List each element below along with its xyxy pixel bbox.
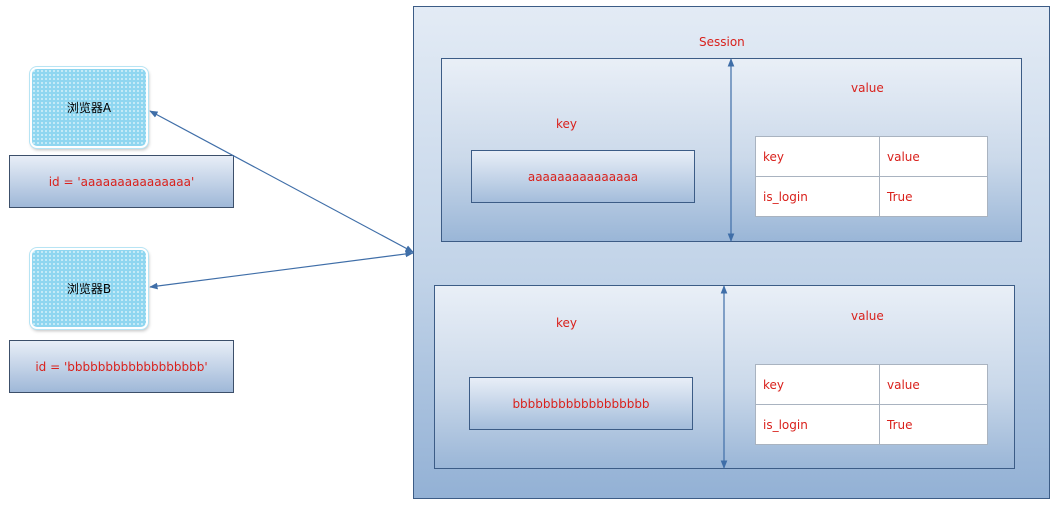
browser-b-label: 浏览器B — [66, 282, 112, 296]
browser-a-label: 浏览器A — [66, 101, 112, 115]
arrow-browser-b-to-session — [149, 250, 414, 290]
entry-b-value-table: key value is_login True — [755, 364, 988, 445]
entry-b-value-label: value — [851, 309, 884, 323]
entry-b-key-value: bbbbbbbbbbbbbbbbbb — [512, 396, 650, 411]
table-row: is_login True — [755, 176, 988, 217]
entry-a-key-value: aaaaaaaaaaaaaaa — [527, 169, 639, 184]
table-row: key value — [755, 364, 988, 405]
browser-b-id-box: id = 'bbbbbbbbbbbbbbbbbb' — [9, 340, 234, 393]
table-cell: value — [879, 364, 988, 405]
browser-b-node: 浏览器B — [30, 248, 148, 329]
table-cell: key — [755, 364, 880, 405]
table-cell: is_login — [755, 404, 880, 445]
table-cell: True — [879, 176, 988, 217]
browser-a-node: 浏览器A — [30, 67, 148, 148]
entry-b-key-label: key — [556, 316, 578, 330]
table-row: key value — [755, 136, 988, 177]
browser-b-id-text: id = 'bbbbbbbbbbbbbbbbbb' — [35, 359, 208, 374]
entry-a-value-label: value — [851, 81, 884, 95]
table-row: is_login True — [755, 404, 988, 445]
table-cell: is_login — [755, 176, 880, 217]
entry-a-key-label: key — [556, 117, 578, 131]
entry-a-value-table: key value is_login True — [755, 136, 988, 217]
entry-b-key-value-box: bbbbbbbbbbbbbbbbbb — [469, 377, 693, 430]
session-title: Session — [699, 35, 745, 49]
table-cell: True — [879, 404, 988, 445]
arrow-browser-a-to-session — [149, 110, 414, 253]
entry-a-key-value-box: aaaaaaaaaaaaaaa — [471, 150, 695, 203]
